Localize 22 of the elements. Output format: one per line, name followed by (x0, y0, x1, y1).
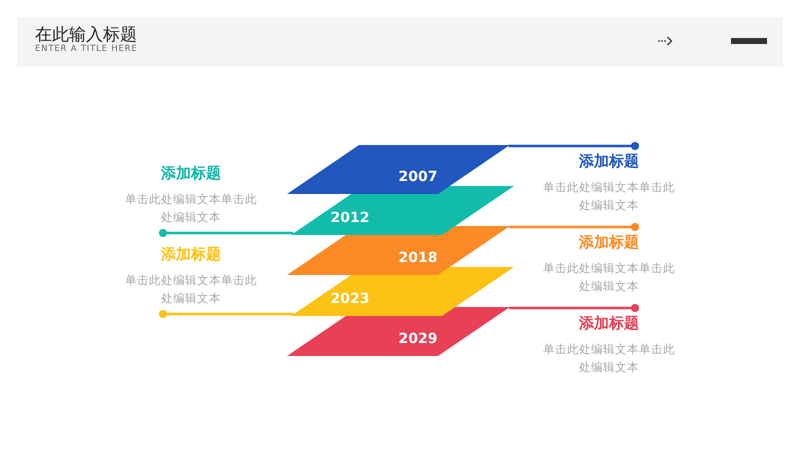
connector-line (158, 310, 294, 318)
year-label: 2023 (330, 290, 370, 308)
body-text: 单击此处编辑文本单击此处编辑文本 (125, 272, 257, 306)
heading-text: 添加标题 (160, 164, 222, 183)
body-text: 单击此处编辑文本单击此处编辑文本 (543, 179, 675, 214)
connector-line (508, 142, 640, 150)
body-text: 单击此处编辑文本单击此处编辑文本 (543, 341, 675, 376)
connector-line (158, 228, 294, 238)
heading-text: 添加标题 (578, 233, 640, 252)
body-text: 单击此处编辑文本单击此处编辑文本 (543, 260, 675, 294)
heading-text: 添加标题 (578, 152, 640, 171)
year-label: 2029 (398, 330, 438, 348)
heading-text: 添加标题 (160, 245, 222, 264)
slide-title: 在此输入标题 (35, 25, 137, 45)
slide-subtitle: ENTER A TITLE HERE (35, 44, 138, 54)
heading-text: 添加标题 (578, 314, 640, 333)
year-label: 2018 (398, 249, 438, 268)
year-label: 2012 (330, 208, 370, 227)
year-label: 2007 (398, 168, 438, 186)
body-text: 单击此处编辑文本单击此处编辑文本 (125, 191, 257, 226)
connector-line (508, 222, 640, 232)
connector-line (509, 304, 640, 312)
